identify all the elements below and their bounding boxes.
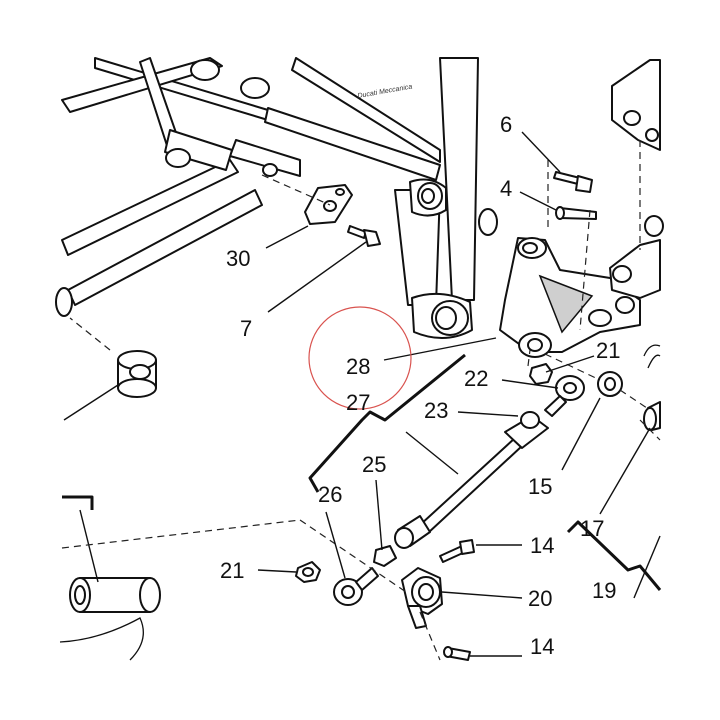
callout-26: 26 xyxy=(318,482,342,507)
callout-20: 20 xyxy=(528,586,552,611)
heel-guard-plate xyxy=(609,59,664,299)
brace-19 xyxy=(566,520,662,591)
callout-22: 22 xyxy=(464,366,488,391)
hairpin-clip xyxy=(643,344,661,369)
brace-27 xyxy=(308,353,466,493)
frame-lug-top-left xyxy=(190,59,220,81)
part-21-nut-upper xyxy=(529,363,553,385)
callout-14-lower: 14 xyxy=(530,634,554,659)
part-14-bolt-lower xyxy=(443,646,471,661)
part-15-washer xyxy=(597,371,651,411)
rearset-bracket xyxy=(499,237,641,358)
assembly-axis-lines xyxy=(61,160,661,661)
frame-lug-left xyxy=(165,148,191,168)
callout-30: 30 xyxy=(226,246,250,271)
frame-stamp: Ducati Meccanica xyxy=(357,83,413,100)
callout-7: 7 xyxy=(240,316,252,341)
part-25-locknut xyxy=(373,545,397,567)
callout-6: 6 xyxy=(500,112,512,137)
part-22-rod-end xyxy=(544,375,585,417)
part-26-rod-end xyxy=(333,567,379,606)
left-spacer xyxy=(55,287,157,398)
callout-21-lower: 21 xyxy=(220,558,244,583)
part-14-bolt-upper xyxy=(439,539,475,563)
part-27-linkage-rod xyxy=(394,411,549,549)
footrest-peg-left xyxy=(59,495,161,661)
callout-23: 23 xyxy=(424,398,448,423)
callout-21-upper: 21 xyxy=(596,338,620,363)
part-4-pin xyxy=(555,206,597,220)
highlight-circle xyxy=(308,306,412,410)
frame-tubes: Ducati Meccanica xyxy=(61,57,479,306)
callout-labels: 30 7 6 4 28 27 21 22 23 25 26 15 17 19 1… xyxy=(220,112,620,659)
part-6-bolt xyxy=(553,171,593,193)
frame-lug-top xyxy=(240,77,270,99)
callout-27: 27 xyxy=(346,390,370,415)
callout-17: 17 xyxy=(580,516,604,541)
leader-lines xyxy=(63,131,661,657)
callout-15: 15 xyxy=(528,474,552,499)
callout-19: 19 xyxy=(592,578,616,603)
callout-4: 4 xyxy=(500,176,512,201)
callout-25: 25 xyxy=(362,452,386,477)
callout-28: 28 xyxy=(346,354,370,379)
part-17-shaft xyxy=(643,401,661,431)
part-20-lever-pivot xyxy=(401,567,443,629)
part-21-nut-lower xyxy=(295,561,321,583)
part-7-bolt xyxy=(347,225,381,247)
frame-pivot-bosses xyxy=(262,163,498,339)
callout-14-upper: 14 xyxy=(530,533,554,558)
